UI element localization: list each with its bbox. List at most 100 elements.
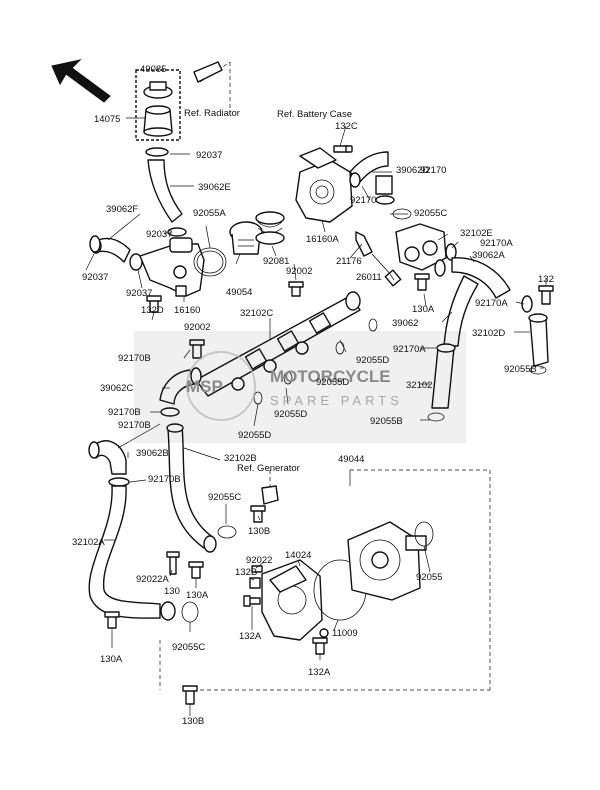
part-label: 92055C: [208, 492, 241, 503]
part-label: 16160A: [306, 234, 339, 245]
part-label: 49085: [140, 64, 166, 75]
part-label: 92170: [420, 165, 446, 176]
o-ring-92055c: [181, 601, 199, 623]
part-labels: 49085 14075 Ref. Radiator Ref. Battery C…: [72, 64, 554, 727]
hose-clamp: [89, 235, 101, 253]
bolt-92022: [251, 565, 263, 573]
part-label: 39062C: [100, 383, 133, 394]
reference-label: Ref. Battery Case: [277, 109, 352, 120]
hose-clamp-92170b: [190, 367, 202, 385]
hose-clamp-92170a: [445, 243, 457, 261]
part-label: 132A: [239, 631, 262, 642]
part-label: 92170A: [480, 238, 513, 249]
part-label: 92037: [82, 272, 108, 283]
part-label: 92170B: [118, 420, 151, 431]
part-label: 92055D: [356, 355, 389, 366]
bolt-132a: [243, 595, 261, 607]
hose-39062a: [443, 257, 511, 347]
part-label: 92055A: [193, 208, 226, 219]
bolt-130a: [104, 611, 120, 629]
part-label: 92022: [246, 555, 272, 566]
bolt-130b: [182, 685, 198, 705]
part-label: 130: [164, 586, 180, 597]
part-label: 132D: [141, 305, 164, 316]
part-label: 92055B: [370, 416, 403, 427]
front-direction-arrow-icon: [51, 59, 111, 103]
part-label: 32102B: [224, 453, 257, 464]
part-label: 92170B: [118, 353, 151, 364]
hose-clamp: [167, 227, 187, 237]
reference-dashed-lines: [159, 61, 491, 691]
part-label: 132C: [335, 121, 358, 132]
hose-39062b: [95, 440, 127, 475]
o-ring-92055b: [427, 412, 445, 422]
hose-clamp-92170: [375, 195, 395, 205]
part-label: 14075: [94, 114, 120, 125]
hose-clamp-92170a: [521, 295, 533, 313]
part-label: 130B: [182, 716, 204, 727]
reference-label: Ref. Radiator: [184, 108, 240, 119]
part-label: 92002: [286, 266, 312, 277]
bolt-132a: [312, 637, 328, 655]
pipe-32102: [431, 343, 456, 409]
pipe-32102d: [528, 313, 549, 375]
part-label: 39062F: [106, 204, 138, 215]
part-label: 39062E: [198, 182, 231, 193]
fitting-32102e: [395, 223, 447, 271]
part-label: 92055B: [504, 364, 537, 375]
part-label: 132: [538, 274, 554, 285]
part-label: 92037: [126, 288, 152, 299]
part-label: 39062: [392, 318, 418, 329]
bolt-132b: [249, 577, 261, 589]
part-label: 130A: [186, 590, 209, 601]
part-label: 32102: [406, 380, 432, 391]
part-label: 92055: [416, 572, 442, 583]
o-ring-92055d: [368, 318, 378, 332]
o-ring-92055c: [217, 525, 237, 539]
part-label: 92037: [196, 150, 222, 161]
part-label: 130A: [100, 654, 123, 665]
o-ring-92055d: [283, 371, 293, 385]
water-pump-49044: [347, 521, 427, 601]
coolant-pipe-32102c: [195, 291, 361, 397]
radiator-hose-stub: [193, 61, 223, 83]
watermark-title: MOTORCYCLE: [270, 367, 391, 386]
part-label: 92170B: [148, 474, 181, 485]
part-label: 92055C: [414, 208, 447, 219]
part-label: 16160: [174, 305, 200, 316]
part-label: 39062A: [472, 250, 505, 261]
watermark-subtitle: SPARE PARTS: [270, 393, 403, 408]
part-label: 92037: [146, 229, 172, 240]
part-label: 92055C: [172, 642, 205, 653]
part-label: 92055D: [274, 409, 307, 420]
thermostat-housing-16160: [139, 237, 205, 297]
part-label: 49054: [226, 287, 252, 298]
bolt-92002: [189, 339, 205, 359]
hose-clamp-92170b: [88, 441, 100, 459]
part-label: 32102A: [72, 537, 105, 548]
part-label: 32102E: [460, 228, 493, 239]
part-label: 92022A: [136, 574, 169, 585]
bolt-130: [188, 561, 204, 579]
thermostat-housing-16160a: [295, 147, 353, 223]
hose-clamp-92170: [349, 172, 361, 188]
leader-lines: [85, 117, 547, 716]
part-label: 92170B: [108, 407, 141, 418]
part-label: 132A: [308, 667, 331, 678]
part-label: 92055D: [316, 377, 349, 388]
hose-39062e: [147, 159, 183, 223]
bolt-92022a: [166, 551, 180, 575]
part-label: 14024: [285, 550, 311, 561]
part-label: 26011: [356, 272, 382, 283]
part-label: 92170A: [393, 344, 426, 355]
generator-bracket: [261, 485, 279, 505]
part-label: 92170A: [475, 298, 508, 309]
part-label: 92170: [350, 195, 376, 206]
part-label: 92002: [184, 322, 210, 333]
bolt-132: [538, 285, 554, 305]
pipe-32102a: [88, 485, 176, 621]
water-pump-cover-14024: [261, 559, 329, 641]
part-label: 11009: [332, 628, 358, 639]
thermostat-spring-92081: [255, 211, 285, 245]
